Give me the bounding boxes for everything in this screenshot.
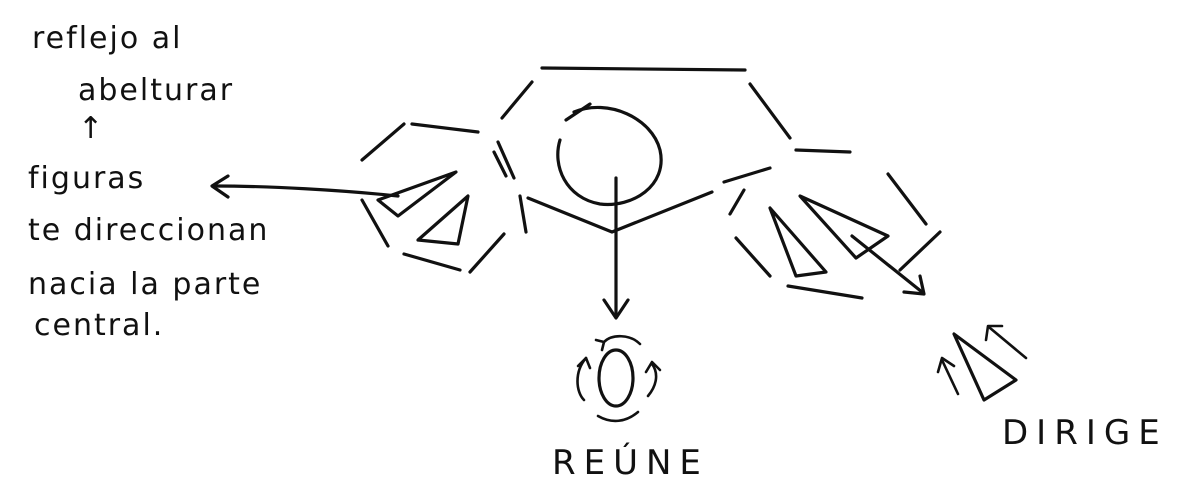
note-line-abelturar: abelturar — [78, 73, 234, 108]
right-triangle-left — [770, 208, 826, 276]
arrow-to-dirige — [852, 236, 924, 294]
circle-gap-stroke — [566, 104, 590, 120]
note-up-arrow: ↑ — [78, 111, 105, 146]
note-line-reflejo: reflejo al — [32, 21, 182, 56]
arrow-to-notes-shaft — [214, 186, 398, 196]
rhex-right-upper — [888, 174, 926, 224]
reune-symbol — [578, 336, 661, 421]
notes-block: reflejo al abelturar ↑ figuras te direcc… — [28, 21, 269, 343]
hex-left-lower — [520, 196, 526, 232]
dirige-triangle — [954, 334, 1016, 400]
dirige-arrow-right-shaft — [990, 328, 1026, 358]
note-line-parte: nacia la parte — [28, 267, 262, 302]
reune-arc-bottom — [598, 412, 638, 421]
rhex-left-upper — [730, 190, 744, 214]
note-line-figuras: figuras — [28, 161, 145, 196]
hex-top — [542, 68, 745, 70]
label-dirige: DIRIGE — [1002, 413, 1168, 453]
rhex-bottom — [788, 286, 862, 298]
left-triangle-lower — [418, 196, 468, 244]
center-circle — [558, 104, 661, 204]
reune-arc-top-head — [596, 340, 604, 350]
reune-ellipse — [599, 350, 633, 406]
arrow-to-reune — [604, 178, 628, 318]
label-reune: REÚNE — [552, 442, 709, 483]
left-triangles — [378, 172, 468, 244]
circle-stroke — [558, 107, 661, 204]
right-triangle-right — [800, 196, 888, 258]
lhex-right-lower — [470, 234, 504, 272]
arrow-to-notes — [212, 176, 398, 197]
dirige-arrow-left-shaft — [942, 360, 958, 394]
rhex-left-lower — [736, 238, 770, 276]
hex-top-left — [502, 82, 532, 118]
reune-arc-top — [604, 336, 640, 344]
arrow-diag-shaft — [852, 236, 922, 292]
hex-bottom-v — [528, 192, 712, 232]
rhex-right-lower — [900, 232, 940, 270]
dirige-symbol — [938, 326, 1026, 400]
rhex-top — [796, 150, 850, 152]
hex-right-tick — [724, 168, 770, 182]
hex-top-right — [750, 84, 790, 138]
lhex-bottom — [404, 254, 460, 270]
note-line-central: central. — [34, 308, 164, 343]
central-hexagon — [498, 68, 790, 232]
note-line-direccionan: te direccionan — [28, 213, 269, 248]
right-triangles — [770, 196, 888, 276]
lhex-top-left — [362, 124, 404, 160]
lhex-top — [412, 124, 478, 132]
